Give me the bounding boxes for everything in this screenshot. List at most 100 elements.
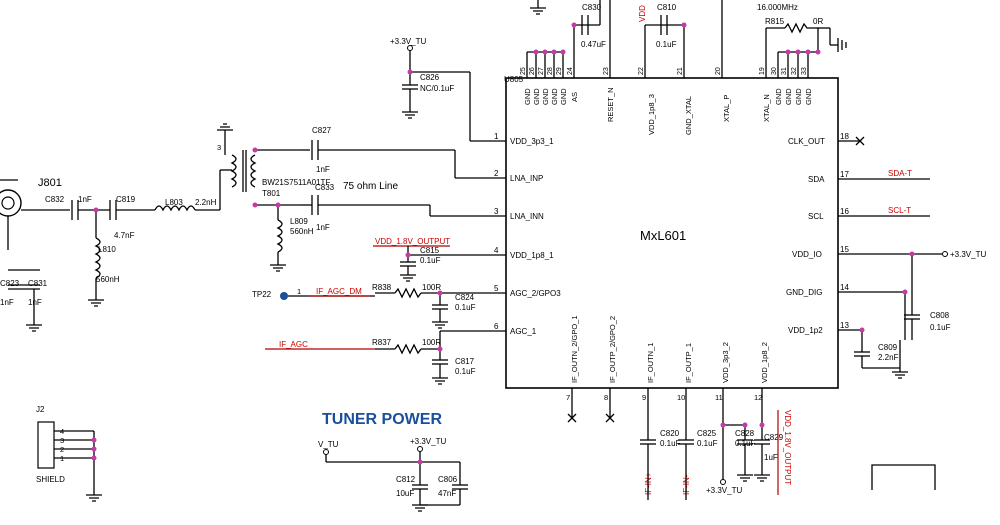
pin-15-num: 15 xyxy=(840,245,849,254)
c826-value: NC/0.1uF xyxy=(420,84,454,93)
pin-22-num: 22 xyxy=(638,67,645,75)
pin-17-name: SDA xyxy=(808,175,825,184)
supply-agc-section: +3.3V_TU C826 NC/0.1uF VDD_1.8V_OUTPUT C… xyxy=(252,37,476,385)
net-vdd18-left: VDD_1.8V_OUTPUT xyxy=(375,237,450,246)
pin-28-name: GND xyxy=(550,88,559,105)
pin-13-num: 13 xyxy=(840,321,849,330)
c831-value: 1nF xyxy=(28,298,42,307)
pin-3-name: LNA_INN xyxy=(510,212,544,221)
l803-ref: L803 xyxy=(165,198,183,207)
bottom-cap-row: C820 0.1uF IF-IN+ C825 0.1uF IF-IN- C828… xyxy=(640,410,792,500)
pin-22-name: VDD_1p8_3 xyxy=(647,94,656,135)
pin-19-num: 19 xyxy=(759,67,766,75)
pin-8-name: IF_OUTP_2/GPO_2 xyxy=(608,316,617,383)
chip-name: MxL601 xyxy=(640,228,686,243)
c806-value: 47nF xyxy=(438,489,456,498)
c817-value: 0.1uF xyxy=(455,367,476,376)
pin-18-num: 18 xyxy=(840,132,849,141)
c812-value: 10uF xyxy=(396,489,414,498)
t801-ref: T801 xyxy=(262,189,281,198)
pin-16-num: 16 xyxy=(840,207,849,216)
c827-value: 1nF xyxy=(316,165,330,174)
r838-value: 100R xyxy=(422,283,441,292)
net-v-tu: V_TU xyxy=(318,440,339,449)
c820-value: 0.1uF xyxy=(660,439,681,448)
pin-4-name: VDD_1p8_1 xyxy=(510,251,554,260)
c827-ref: C827 xyxy=(312,126,332,135)
pin-10-num: 10 xyxy=(677,393,685,402)
net-33v-bottom-mid: +3.3V_TU xyxy=(706,486,742,495)
c823-value: 1nF xyxy=(0,298,14,307)
t801-part: BW21S7511A01TF xyxy=(262,178,330,187)
c828-ref: C828 xyxy=(735,429,755,438)
pin-5-num: 5 xyxy=(494,284,499,293)
right-side-section: SDA-T SCL-T +3.3V_TU C808 0.1uF C809 2.2… xyxy=(854,169,986,490)
pin-17-num: 17 xyxy=(840,170,849,179)
pin-3-num: 3 xyxy=(494,207,499,216)
rf-input-section: J801 C832 1nF C819 4.7nF L803 2.2nH L810… xyxy=(0,123,456,332)
tuner-power-section: TUNER POWER V_TU +3.3V_TU C812 10uF C806… xyxy=(318,411,468,512)
bottom-pin-group: 7 8 9 10 11 12 IF_OUTN_2/GPO_1 IF_OUTP_2… xyxy=(566,315,769,440)
pin-16-name: SCL xyxy=(808,212,824,221)
net-if-agc: IF_AGC xyxy=(279,340,308,349)
pin-15-name: VDD_IO xyxy=(792,250,822,259)
pin-25-num: 25 xyxy=(520,67,527,75)
net-vdd18-bottom: VDD_1.8V_OUTPUT xyxy=(783,410,792,485)
r815-ref: R815 xyxy=(765,17,785,26)
pin-20-num: 20 xyxy=(715,67,722,75)
tp22-dot xyxy=(280,292,288,300)
junction-dots xyxy=(91,22,915,465)
pin-14-name: GND_DIG xyxy=(786,288,822,297)
c809-value: 2.2nF xyxy=(878,353,899,362)
c825-ref: C825 xyxy=(697,429,717,438)
j2-ref: J2 xyxy=(36,405,45,414)
c808-ref: C808 xyxy=(930,311,950,320)
c808-value: 0.1uF xyxy=(930,323,951,332)
pin-13-name: VDD_1p2 xyxy=(788,326,823,335)
pin-2-name: LNA_INP xyxy=(510,174,543,183)
r815-value: 0R xyxy=(813,17,823,26)
pin-2-num: 2 xyxy=(494,169,499,178)
line75-note: 75 ohm Line xyxy=(343,181,398,192)
pin-4-num: 4 xyxy=(494,246,499,255)
c832-value: 1nF xyxy=(78,195,92,204)
tuner-power-heading: TUNER POWER xyxy=(322,411,442,428)
pin-7-name: IF_OUTN_2/GPO_1 xyxy=(570,315,579,383)
c819-ref: C819 xyxy=(116,195,136,204)
tp22-ref: TP22 xyxy=(252,290,272,299)
vdd-top-label: VDD xyxy=(638,5,647,22)
c819-value: 4.7nF xyxy=(114,231,135,240)
c826-ref: C826 xyxy=(420,73,440,82)
net-33v-top: +3.3V_TU xyxy=(390,37,426,46)
pin-6-name: AGC_1 xyxy=(510,327,537,336)
c832-ref: C832 xyxy=(45,195,65,204)
pin-31-name: GND xyxy=(784,88,793,105)
pin-32-name: GND xyxy=(794,88,803,105)
c830-value: 0.47uF xyxy=(581,40,606,49)
pin-27-num: 27 xyxy=(538,67,545,75)
c812-ref: C812 xyxy=(396,475,416,484)
c823-ref: C823 xyxy=(0,279,20,288)
top-pin-group: 25 26 27 28 29 24 23 22 21 20 19 30 31 3… xyxy=(520,0,818,135)
pin-24-num: 24 xyxy=(567,67,574,75)
c829-ref: C829 xyxy=(764,433,784,442)
pin-8-num: 8 xyxy=(604,393,608,402)
pin-31-num: 31 xyxy=(781,67,788,75)
tp22-pin: 1 xyxy=(297,287,301,296)
l809-ref: L809 xyxy=(290,217,308,226)
pin-29-num: 29 xyxy=(556,67,563,75)
chip-ref: U805 xyxy=(504,75,524,84)
c817-ref: C817 xyxy=(455,357,475,366)
pin-23-name: RESET_N xyxy=(606,87,615,122)
j2-shield-connector: J2 4 3 2 1 SHIELD xyxy=(36,405,102,502)
pin-20-name: XTAL_P xyxy=(722,95,731,122)
j2-label: SHIELD xyxy=(36,475,65,484)
chip-u805: U805 MxL601 1 VDD_3p3_1 2 LNA_INP 3 LNA_… xyxy=(408,0,942,440)
pin-29-name: GND xyxy=(559,88,568,105)
pin-1-num: 1 xyxy=(494,132,499,141)
net-scl-t: SCL-T xyxy=(888,206,911,215)
c820-ref: C820 xyxy=(660,429,680,438)
pin-25-name: GND xyxy=(523,88,532,105)
pin-26-name: GND xyxy=(532,88,541,105)
c833-value: 1nF xyxy=(316,223,330,232)
